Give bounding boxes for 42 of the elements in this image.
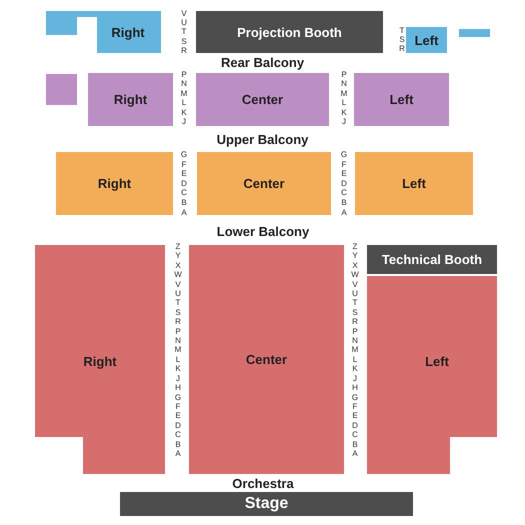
row-letters: T S R [398,26,406,54]
level-label: Lower Balcony [216,223,310,239]
seating-section [189,245,344,474]
section-label: Projection Booth [237,26,342,38]
section-label: Stage [244,496,288,512]
seating-section [35,245,165,474]
row-letters: V U T S R [180,9,188,56]
level-label: Upper Balcony [216,131,310,147]
seating-section [197,152,331,215]
level-label: Rear Balcony [220,54,306,70]
seating-section [367,276,497,474]
seating-section [459,29,490,37]
seating-section [196,73,329,126]
seating-section [46,11,161,53]
section-label: Right [114,93,148,106]
stage-bar [120,492,413,516]
row-letters: Z Y X W V U T S R P N M L K J H G F E D C B A [173,242,183,458]
seating-section [355,152,473,215]
section-label: Left [402,177,426,190]
row-letters: Z Y X W V U T S R P N M L K J H G F E D C B A [350,242,360,458]
section-label: Left [390,93,414,106]
section-label: Right [111,26,145,38]
row-letters: G F E D C B A [340,150,348,218]
row-letters: G F E D C B A [180,150,188,218]
section-label: Center [243,177,285,190]
level-label: Orchestra [231,475,295,491]
section-label: Right [98,177,132,190]
booth-block [367,245,497,274]
row-letters: P N M L K J [180,70,188,126]
seating-section [56,152,173,215]
section-label: Left [425,354,449,368]
section-label: Left [414,34,438,46]
seating-section [406,27,447,53]
seating-section [46,74,77,105]
seating-section [354,73,449,126]
section-label: Center [242,93,284,106]
section-label: Right [83,354,117,368]
section-label: Center [246,353,288,366]
section-label: Technical Booth [382,253,482,266]
row-letters: P N M L K J [340,70,348,126]
seating-section [88,73,173,126]
booth-block [196,11,383,53]
